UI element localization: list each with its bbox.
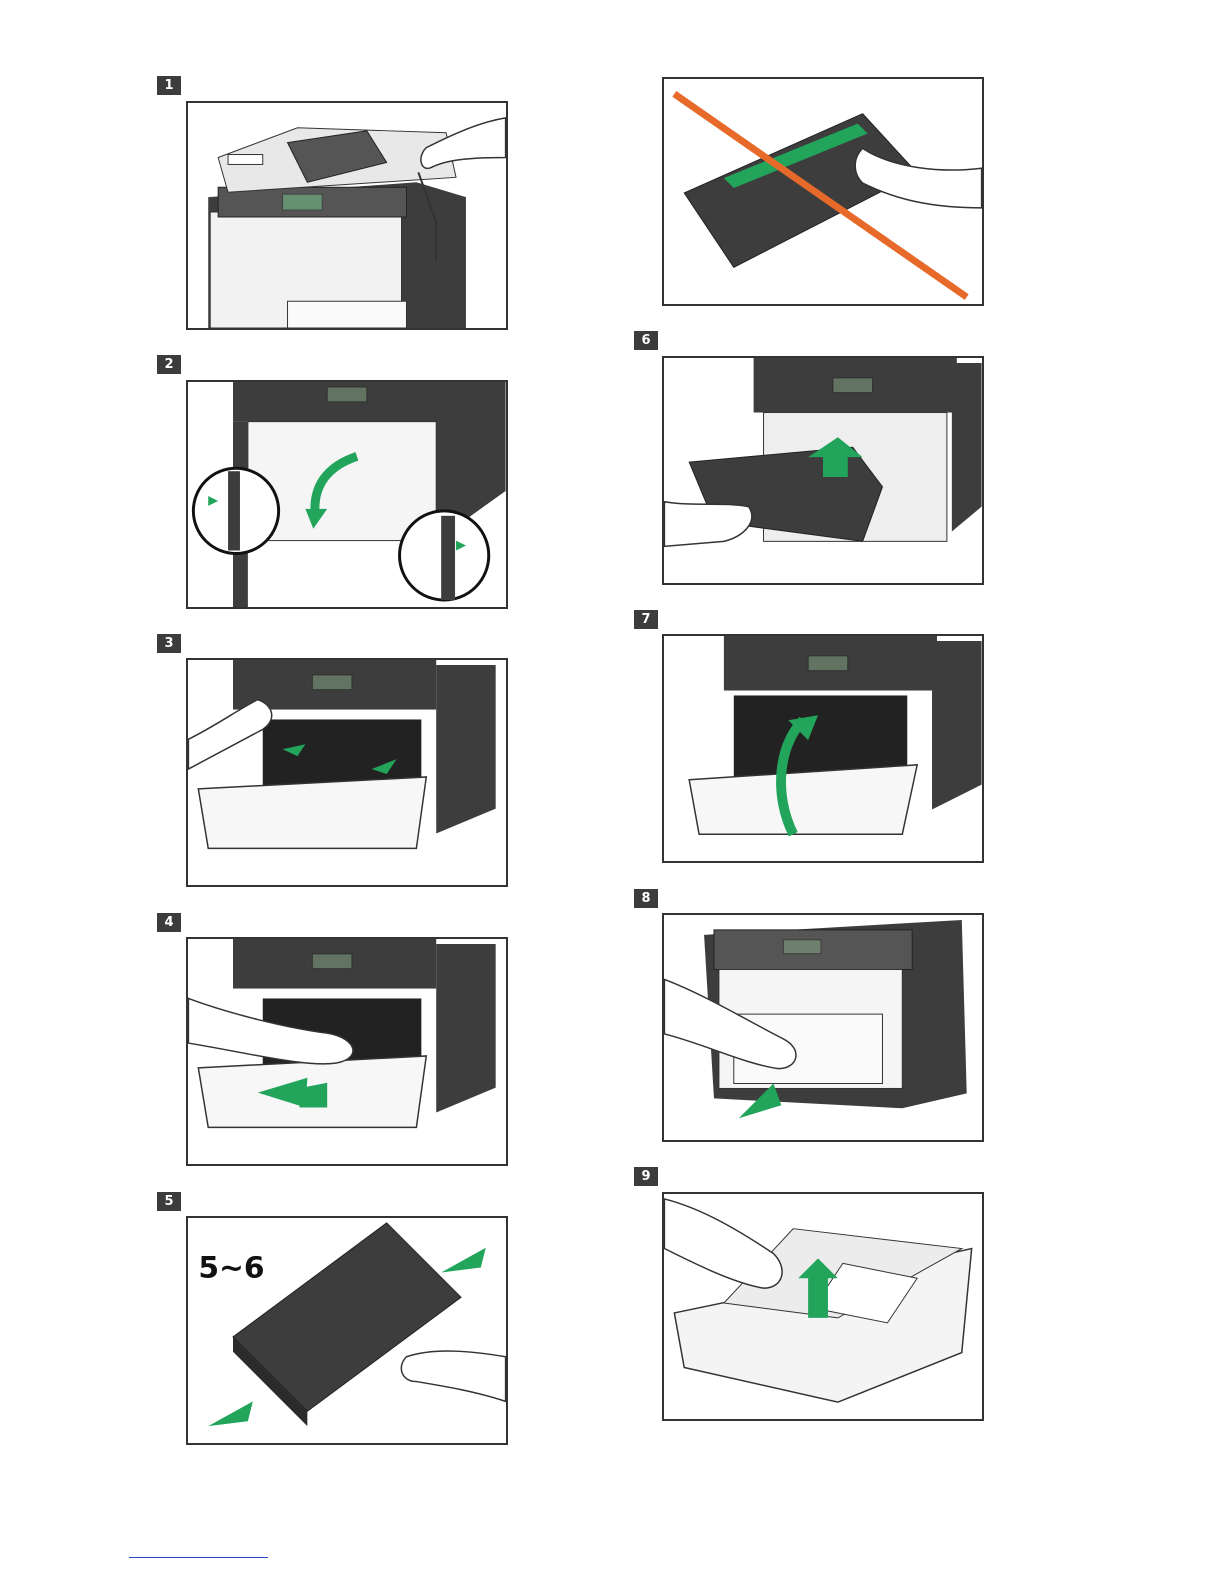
caution-illustration bbox=[662, 77, 984, 306]
step-4-illustration bbox=[186, 937, 508, 1166]
step-3-illustration bbox=[186, 658, 508, 887]
step-badge-6: 6 bbox=[634, 331, 658, 350]
step-badge-7: 7 bbox=[634, 610, 658, 629]
footer-link-underline[interactable] bbox=[129, 1557, 268, 1558]
step-badge-3: 3 bbox=[157, 634, 181, 653]
step-8-illustration bbox=[662, 913, 984, 1142]
step-5-shake-count: 5~6 bbox=[198, 1250, 264, 1285]
step-badge-9: 9 bbox=[634, 1167, 658, 1186]
step-7-illustration bbox=[662, 634, 984, 863]
step-6-illustration bbox=[662, 356, 984, 585]
step-9-illustration bbox=[662, 1192, 984, 1421]
step-badge-8: 8 bbox=[634, 889, 658, 908]
step-2-illustration bbox=[186, 380, 508, 609]
step-badge-5: 5 bbox=[157, 1192, 181, 1211]
step-1-illustration bbox=[186, 101, 508, 330]
step-badge-4: 4 bbox=[157, 913, 181, 932]
step-badge-2: 2 bbox=[157, 355, 181, 374]
step-badge-1: 1 bbox=[157, 76, 181, 95]
step-5-illustration: 5~6 bbox=[186, 1216, 508, 1445]
